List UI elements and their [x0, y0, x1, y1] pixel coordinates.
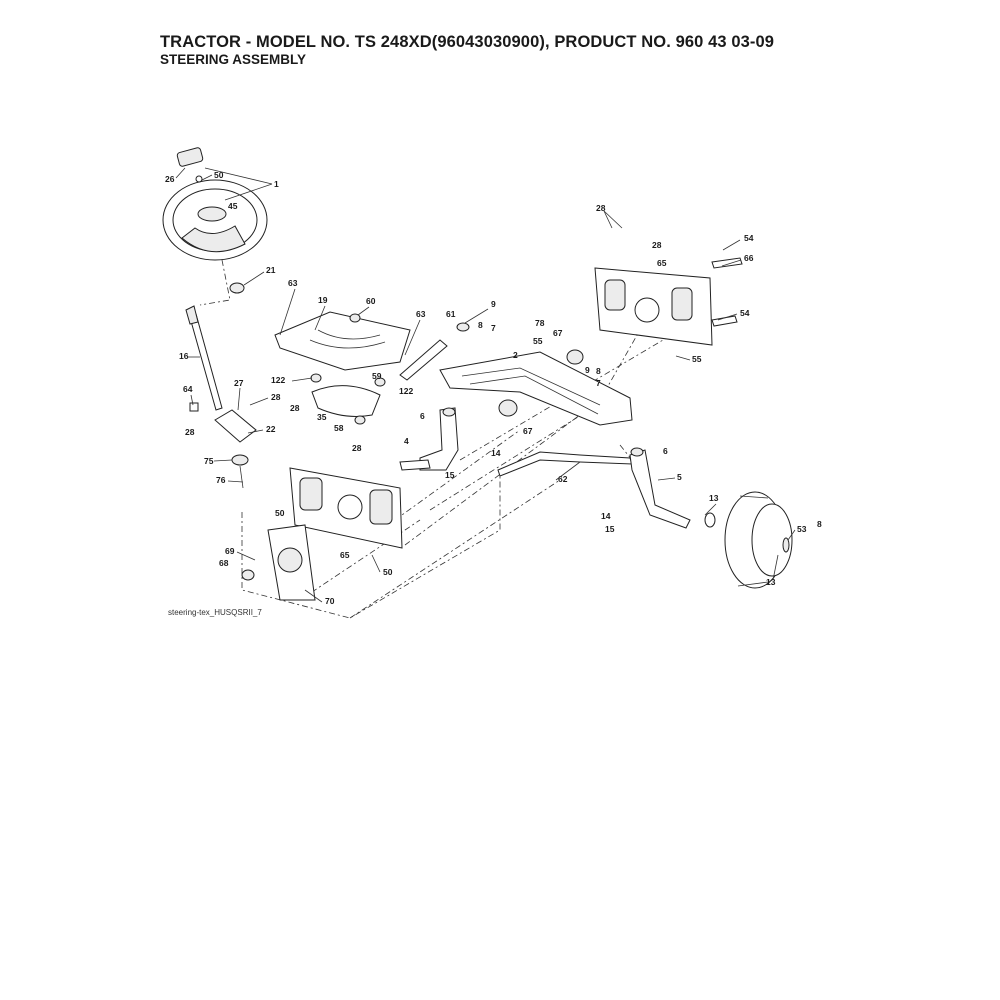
callout-1: 1: [274, 179, 279, 189]
callout-78: 78: [535, 318, 545, 328]
callout-9: 9: [585, 365, 590, 375]
callout-50: 50: [383, 567, 393, 577]
callout-63: 63: [416, 309, 426, 319]
callout-54: 54: [740, 308, 750, 318]
callout-13: 13: [709, 493, 719, 503]
callout-16: 16: [179, 351, 189, 361]
callout-75: 75: [204, 456, 214, 466]
callout-5: 5: [677, 472, 682, 482]
callout-70: 70: [325, 596, 335, 606]
side-plate-left: [289, 467, 403, 549]
callout-66: 66: [744, 253, 754, 263]
callout-58: 58: [334, 423, 344, 433]
callout-4: 4: [404, 436, 409, 446]
callout-55: 55: [692, 354, 702, 364]
callout-50: 50: [275, 508, 285, 518]
callout-6: 6: [420, 411, 425, 421]
callout-68: 68: [219, 558, 229, 568]
callout-61: 61: [446, 309, 456, 319]
callout-28: 28: [652, 240, 662, 250]
callout-35: 35: [317, 412, 327, 422]
page-subtitle: STEERING ASSEMBLY: [160, 52, 307, 67]
steering-shaft: [185, 282, 257, 489]
steering-wheel: [162, 147, 268, 261]
callout-59: 59: [372, 371, 382, 381]
callout-28: 28: [352, 443, 362, 453]
callout-55: 55: [533, 336, 543, 346]
callout-28: 28: [271, 392, 281, 402]
callout-22: 22: [266, 424, 276, 434]
callout-53: 53: [797, 524, 807, 534]
callout-7: 7: [491, 323, 496, 333]
callout-28: 28: [290, 403, 300, 413]
callout-67: 67: [523, 426, 533, 436]
callout-60: 60: [366, 296, 376, 306]
callout-8: 8: [478, 320, 483, 330]
callout-19: 19: [318, 295, 328, 305]
callout-64: 64: [183, 384, 193, 394]
callout-62: 62: [558, 474, 568, 484]
callout-28: 28: [596, 203, 606, 213]
spindle-right: [629, 447, 691, 529]
callout-6: 6: [663, 446, 668, 456]
spindle-left: [399, 407, 459, 471]
callout-27: 27: [234, 378, 244, 388]
leader-lines: [175, 167, 796, 603]
callout-50: 50: [214, 170, 224, 180]
callout-28: 28: [185, 427, 195, 437]
callout-69: 69: [225, 546, 235, 556]
callout-63: 63: [288, 278, 298, 288]
drag-link: [399, 322, 470, 381]
callout-15: 15: [605, 524, 615, 534]
callout-8: 8: [817, 519, 822, 529]
callout-13: 13: [766, 577, 776, 587]
callout-14: 14: [601, 511, 611, 521]
page-title: TRACTOR - MODEL NO. TS 248XD(96043030900…: [160, 33, 775, 51]
callout-2: 2: [513, 350, 518, 360]
callout-21: 21: [266, 265, 276, 275]
callout-65: 65: [657, 258, 667, 268]
diagram-caption: steering-tex_HUSQSRII_7: [168, 608, 262, 617]
callout-7: 7: [596, 378, 601, 388]
side-plate-right: [594, 257, 743, 346]
callout-14: 14: [491, 448, 501, 458]
callout-65: 65: [340, 550, 350, 560]
callout-9: 9: [491, 299, 496, 309]
front-wheel: [704, 491, 793, 589]
callout-122: 122: [399, 386, 413, 396]
callout-15: 15: [445, 470, 455, 480]
tie-rod: [497, 451, 633, 477]
callout-122: 122: [271, 375, 285, 385]
callout-76: 76: [216, 475, 226, 485]
lower-bracket: [241, 524, 316, 601]
callout-45: 45: [228, 201, 238, 211]
part-callouts: 26 50 1 45 21 63 19 60 63 9 61 8 7 78 67…: [165, 170, 822, 606]
callout-26: 26: [165, 174, 175, 184]
callout-8: 8: [596, 366, 601, 376]
callout-54: 54: [744, 233, 754, 243]
front-axle: [439, 349, 633, 426]
callout-67: 67: [553, 328, 563, 338]
steering-support-plate: [274, 311, 411, 425]
